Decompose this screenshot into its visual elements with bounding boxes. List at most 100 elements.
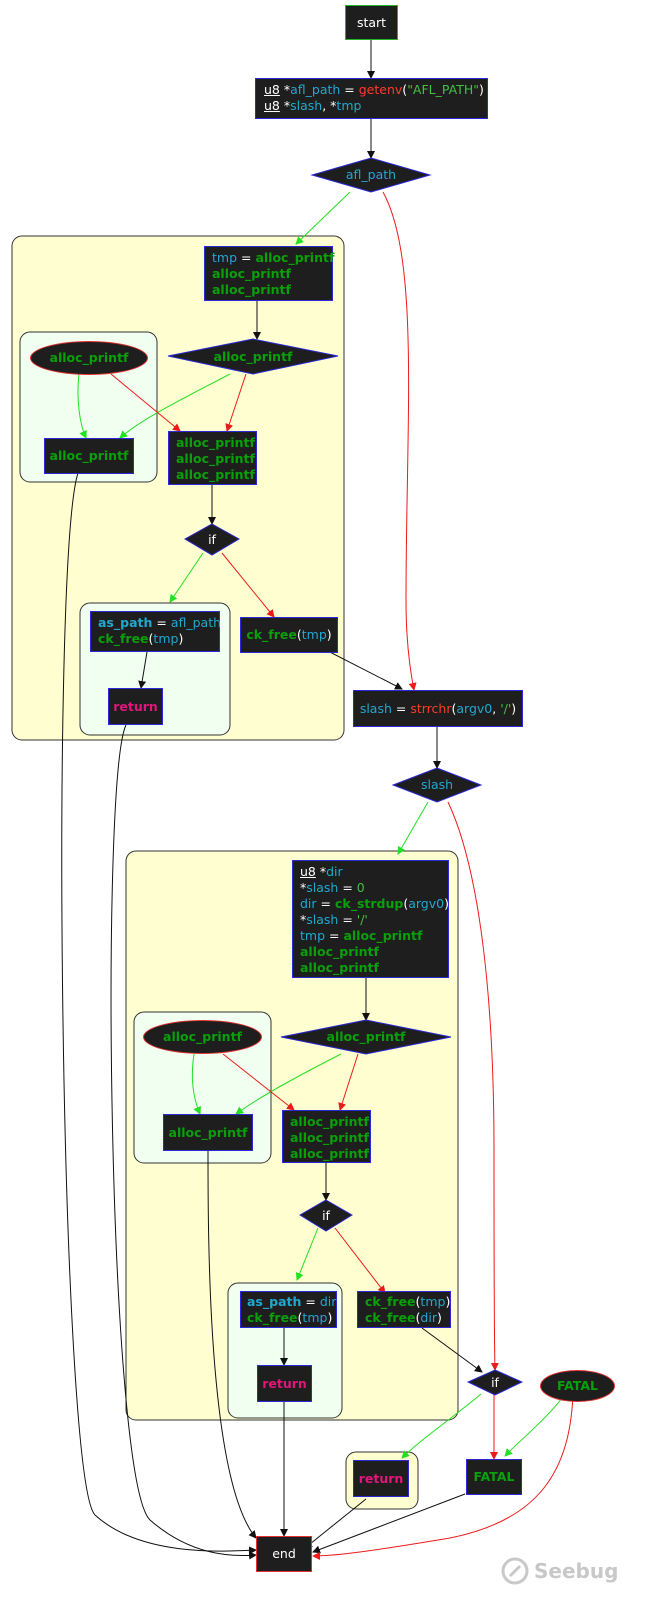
code-token: u8: [264, 98, 280, 113]
code-token: =: [316, 896, 335, 911]
code-line: alloc_printf: [176, 467, 255, 483]
code-token: '/': [500, 700, 512, 716]
diamond-if-c: [466, 1369, 524, 1396]
code-token: =: [338, 912, 357, 927]
code-token: alloc_printf: [343, 928, 423, 943]
code-token: afl_path: [170, 615, 222, 630]
code-token: as_path: [247, 1294, 302, 1309]
code-token: ): [479, 82, 484, 97]
code-token: ck_strdup: [334, 896, 404, 911]
code-line: alloc_printf: [300, 944, 441, 960]
code-token: =: [301, 1294, 320, 1309]
edge-diamondb-b2: [338, 1053, 359, 1111]
edge-ovalb-b2: [222, 1053, 295, 1111]
diamond-alloc-b: [280, 1019, 452, 1055]
edge-afalse-slash: [321, 647, 403, 690]
code-line: alloc_printf: [212, 282, 325, 298]
code-line: alloc_printf: [212, 266, 325, 282]
code-token: alloc_printf: [212, 266, 291, 281]
code-line: alloc_printf: [290, 1114, 369, 1130]
code-line: ck_free(dir): [365, 1310, 443, 1326]
return-b: return: [257, 1365, 312, 1402]
return-a: return: [108, 688, 163, 725]
code-token: dir: [420, 1310, 437, 1325]
code-lines: ck_free(tmp)ck_free(dir): [365, 1294, 450, 1326]
code-token: =: [338, 880, 357, 895]
diamond-slash: [391, 767, 483, 803]
code-token: ck_free: [98, 631, 149, 646]
code-token: alloc_printf: [176, 435, 255, 450]
code-token: alloc_printf: [290, 1114, 369, 1129]
code-token: slash: [359, 700, 392, 716]
block-ck-free-tmp-a: ck_free(tmp): [240, 617, 338, 653]
code-token: ck_free: [247, 1310, 298, 1325]
code-line: as_path = afl_path: [98, 615, 221, 631]
seebug-logo-icon: [501, 1557, 529, 1585]
cond-afl-path: afl_path: [345, 167, 397, 182]
end-node: end: [256, 1536, 312, 1572]
code-token: tmp: [336, 98, 362, 113]
code-token: (: [402, 82, 408, 97]
code-token: tmp: [302, 1310, 328, 1325]
code-token: slash: [290, 98, 323, 113]
code-token: ck_free: [365, 1310, 416, 1325]
code-token: =: [391, 700, 411, 716]
code-token: tmp: [212, 250, 238, 265]
code-token: (: [415, 1294, 421, 1309]
code-line: alloc_printf: [290, 1130, 369, 1146]
code-token: slash: [306, 880, 339, 895]
code-token: alloc_printf: [300, 960, 379, 975]
edge-ifa-true: [169, 552, 204, 603]
code-token: "AFL_PATH": [407, 82, 479, 97]
code-token: ): [511, 700, 517, 716]
code-token: =: [325, 928, 344, 943]
code-token: tmp: [300, 928, 326, 943]
code-line: u8 *slash, *tmp: [264, 98, 479, 114]
code-token: (: [148, 631, 154, 646]
code-token: 0: [356, 880, 365, 895]
code-token: ): [178, 631, 184, 646]
return-c: return: [353, 1460, 409, 1497]
diamond-afl-path: [310, 157, 432, 193]
code-line: dir = ck_strdup(argv0): [300, 896, 449, 912]
code-token: ck_free: [365, 1294, 416, 1309]
code-token: slash: [306, 912, 339, 927]
oval-alloc-printf-a: alloc_printf: [30, 341, 148, 375]
edge-condslash-true: [397, 801, 429, 855]
code-line: ck_free(tmp): [247, 1310, 333, 1326]
code-token: ): [327, 1310, 333, 1325]
code-line: alloc_printf: [176, 451, 255, 467]
code-line: tmp = alloc_printf: [300, 928, 441, 944]
code-token: dir: [300, 896, 317, 911]
diamond-alloc-printf-b: alloc_printf: [326, 1029, 406, 1044]
edge-ovala-boxaleft: [77, 373, 87, 439]
code-token: =: [152, 615, 171, 630]
box-fatal: FATAL: [466, 1459, 522, 1495]
code-line: as_path = dir: [247, 1294, 336, 1310]
code-lines: slash = strrchr(argv0, '/'): [360, 701, 516, 717]
seebug-watermark: Seebug: [500, 1556, 618, 1586]
code-line: ck_free(tmp): [365, 1294, 450, 1310]
code-token: ): [445, 1294, 451, 1309]
block-ck-free-tmp-dir: ck_free(tmp)ck_free(dir): [357, 1291, 451, 1328]
diamond-alloc-a: [167, 338, 339, 375]
edge-ifc-true: [401, 1393, 482, 1459]
code-line: tmp = alloc_printf: [212, 250, 334, 266]
edge-returnc-end: [304, 1498, 367, 1549]
edge-fatalov-end: [312, 1393, 574, 1560]
code-line: *slash = '/': [300, 912, 441, 928]
edge-diamonda-boxaleft: [119, 373, 231, 439]
edge-returna-end: [110, 724, 257, 1560]
code-line: u8 *dir: [300, 864, 441, 880]
edge-ifb-false: [334, 1227, 386, 1294]
code-token: ): [326, 627, 332, 642]
code-token: (: [451, 700, 457, 716]
edge-ifb-true: [295, 1227, 319, 1281]
